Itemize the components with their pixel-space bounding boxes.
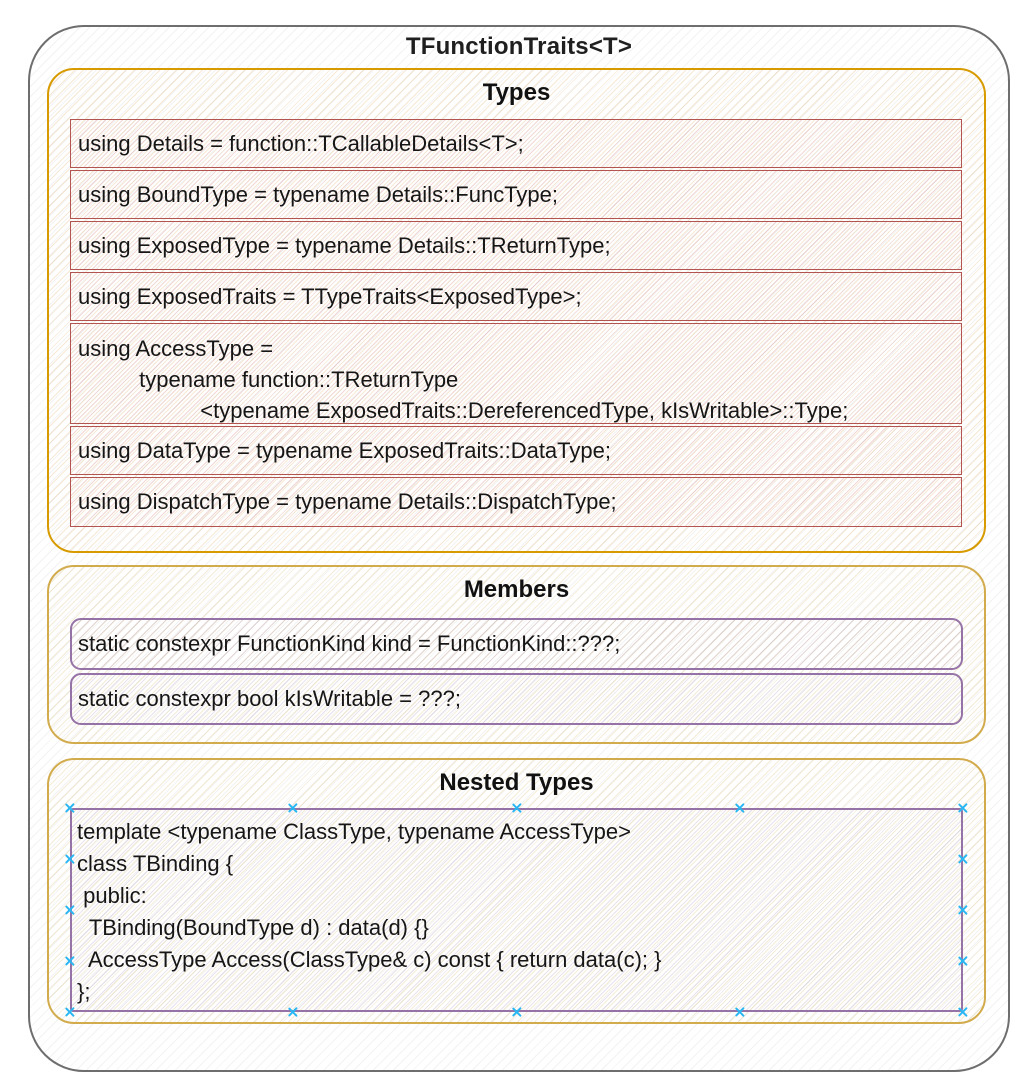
x-cross-handle-icon[interactable] xyxy=(957,1006,969,1018)
section-types[interactable]: Types using Details = function::TCallabl… xyxy=(47,68,986,553)
x-cross-handle-icon[interactable] xyxy=(64,802,76,814)
section-nested-types[interactable]: Nested Types template <typename ClassTyp… xyxy=(47,758,986,1024)
types-row-details[interactable]: using Details = function::TCallableDetai… xyxy=(70,119,962,168)
x-cross-handle-icon[interactable] xyxy=(287,1006,299,1018)
section-title-members: Members xyxy=(463,576,570,603)
types-row-exposedtype[interactable]: using ExposedType = typename Details::TR… xyxy=(70,221,962,270)
x-cross-handle-icon[interactable] xyxy=(957,904,969,916)
x-cross-handle-icon[interactable] xyxy=(64,853,76,865)
x-cross-handle-icon[interactable] xyxy=(64,955,76,967)
x-cross-handle-icon[interactable] xyxy=(511,802,523,814)
types-row-datatype[interactable]: using DataType = typename ExposedTraits:… xyxy=(70,426,962,475)
members-row-kind[interactable]: static constexpr FunctionKind kind = Fun… xyxy=(70,618,963,670)
code-line: }; xyxy=(77,979,91,1004)
members-row-kiswritable[interactable]: static constexpr bool kIsWritable = ???; xyxy=(70,673,963,725)
section-members[interactable]: Members static constexpr FunctionKind ki… xyxy=(47,565,986,744)
code-line: TBinding(BoundType d) : data(d) {} xyxy=(77,915,429,940)
types-row-accesstype[interactable]: using AccessType = typename function::TR… xyxy=(70,323,962,424)
x-cross-handle-icon[interactable] xyxy=(511,1006,523,1018)
x-cross-handle-icon[interactable] xyxy=(64,904,76,916)
x-cross-handle-icon[interactable] xyxy=(957,955,969,967)
types-row-dispatchtype[interactable]: using DispatchType = typename Details::D… xyxy=(70,477,962,527)
nested-tbinding-shape[interactable]: template <typename ClassType, typename A… xyxy=(70,808,963,1012)
x-cross-handle-icon[interactable] xyxy=(957,802,969,814)
types-row-exposedtraits[interactable]: using ExposedTraits = TTypeTraits<Expose… xyxy=(70,272,962,321)
types-row-boundtype[interactable]: using BoundType = typename Details::Func… xyxy=(70,170,962,219)
class-shape-tfunctiontraits[interactable]: TFunctionTraits<T> Types using Details =… xyxy=(28,25,1010,1072)
class-title: TFunctionTraits<T> xyxy=(405,33,633,60)
code-line: template <typename ClassType, typename A… xyxy=(77,819,631,844)
code-line: class TBinding { xyxy=(77,851,234,876)
x-cross-handle-icon[interactable] xyxy=(287,802,299,814)
code-line: public: xyxy=(77,883,147,908)
x-cross-handle-icon[interactable] xyxy=(957,853,969,865)
section-title-types: Types xyxy=(482,79,551,106)
x-cross-handle-icon[interactable] xyxy=(734,1006,746,1018)
x-cross-handle-icon[interactable] xyxy=(734,802,746,814)
section-title-nested-types: Nested Types xyxy=(439,769,594,796)
code-line: AccessType Access(ClassType& c) const { … xyxy=(77,947,662,972)
x-cross-handle-icon[interactable] xyxy=(64,1006,76,1018)
